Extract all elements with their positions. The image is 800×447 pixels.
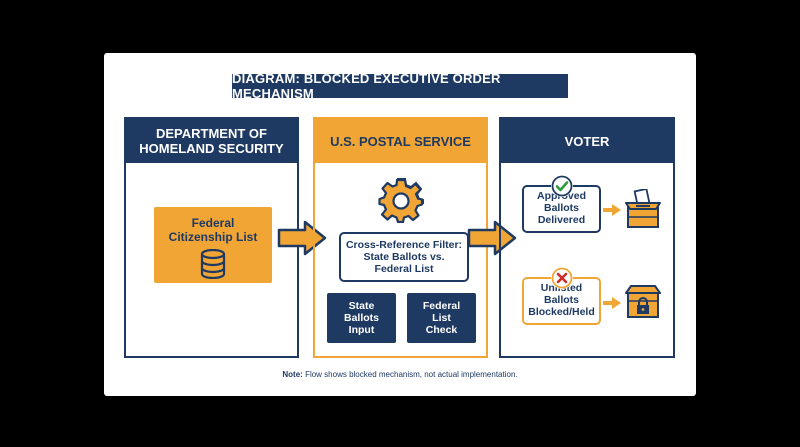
arrow-right-icon <box>603 204 621 216</box>
cross-icon <box>550 267 573 289</box>
blocked-ballots-box: Unlisted Ballots Blocked/Held <box>522 267 601 325</box>
check-icon <box>550 175 573 197</box>
cross-reference-filter: Cross-Reference Filter: State Ballots vs… <box>339 232 469 282</box>
approved-ballots-box: Approved Ballots Delivered <box>522 175 601 233</box>
dhs-column: DEPARTMENT OF HOMELAND SECURITY Federal … <box>124 117 299 358</box>
diagram-title: DIAGRAM: BLOCKED EXECUTIVE ORDER MECHANI… <box>232 71 568 101</box>
state-ballots-input: State Ballots Input <box>327 293 396 343</box>
voter-column: VOTER Approved Ballots Delivered Unliste… <box>499 117 675 358</box>
arrow-right-icon <box>603 297 621 309</box>
database-icon <box>200 249 226 279</box>
arrow-right-icon <box>467 220 517 256</box>
footnote-text: Flow shows blocked mechanism, not actual… <box>302 370 518 379</box>
blocked-ballots-label: Unlisted Ballots Blocked/Held <box>528 282 595 318</box>
usps-heading: U.S. POSTAL SERVICE <box>315 119 486 163</box>
gear-icon <box>378 178 424 223</box>
federal-list-check: Federal List Check <box>407 293 476 343</box>
diagram-card: DIAGRAM: BLOCKED EXECUTIVE ORDER MECHANI… <box>104 53 696 396</box>
dhs-heading: DEPARTMENT OF HOMELAND SECURITY <box>126 119 297 163</box>
voter-heading: VOTER <box>501 119 673 163</box>
federal-list-label: Federal Citizenship List <box>168 216 258 244</box>
locked-box-icon <box>625 285 661 318</box>
usps-column: U.S. POSTAL SERVICE Cross-Reference Filt… <box>313 117 488 358</box>
ballot-box-icon <box>625 189 661 228</box>
federal-citizenship-list: Federal Citizenship List <box>154 207 272 283</box>
footnote-prefix: Note: <box>282 370 303 379</box>
footnote: Note: Flow shows blocked mechanism, not … <box>104 370 696 379</box>
